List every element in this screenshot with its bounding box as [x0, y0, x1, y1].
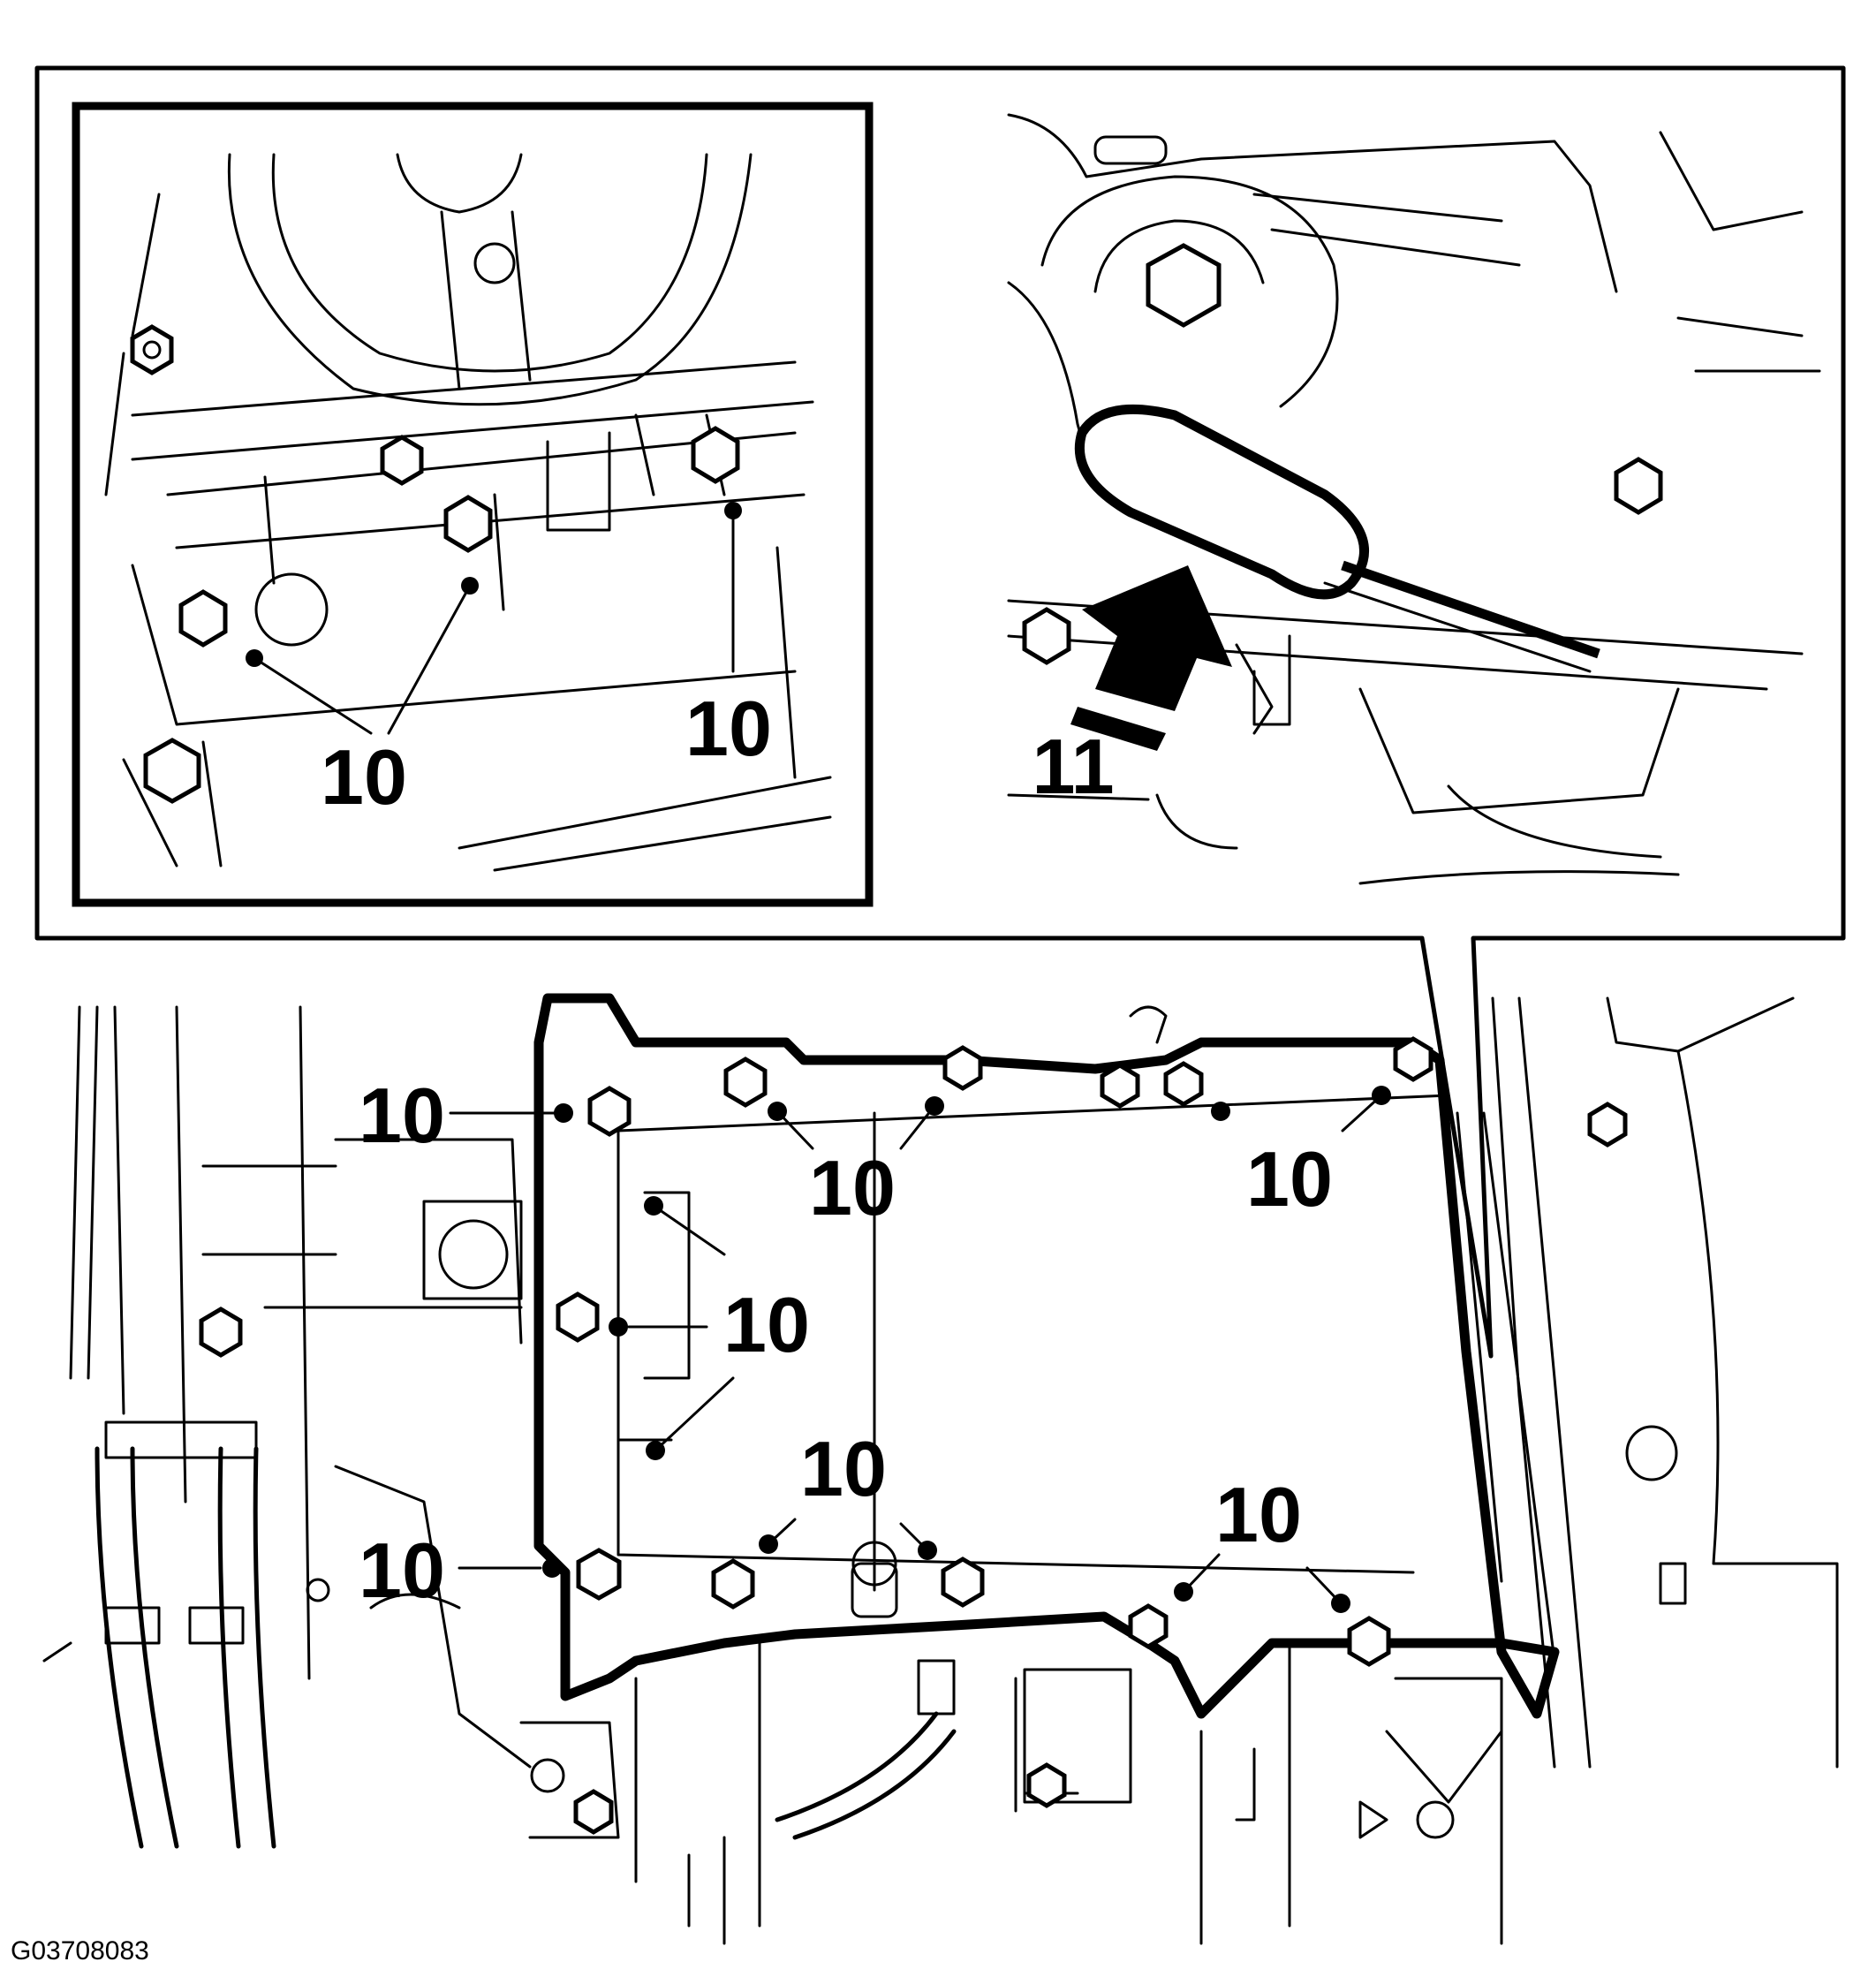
main-view: 10 10 10 10 10 10 10	[42, 993, 1839, 1945]
callout-frame	[34, 65, 1846, 1359]
main-label-10-g: 10	[359, 1526, 445, 1614]
figure-id: G03708083	[11, 1936, 149, 1966]
main-label-10-d: 10	[723, 1281, 810, 1368]
inset-left-label-10-b: 10	[685, 685, 772, 772]
inset-left-frame	[72, 102, 874, 907]
screwdriver-handle	[1074, 404, 1369, 600]
main-label-10-e: 10	[800, 1425, 887, 1512]
oil-pan-outline	[533, 993, 1560, 1719]
main-label-10-f: 10	[1215, 1471, 1302, 1558]
inset-right-label-11: 11	[1032, 723, 1114, 810]
main-label-10-c: 10	[1246, 1135, 1333, 1223]
main-label-10-a: 10	[359, 1072, 445, 1159]
inset-left: 10 10	[72, 102, 874, 907]
direction-arrow	[1082, 565, 1232, 711]
main-label-10-b: 10	[809, 1144, 896, 1231]
inset-left-label-10-a: 10	[321, 733, 407, 821]
inset-right: 11	[1007, 113, 1821, 885]
